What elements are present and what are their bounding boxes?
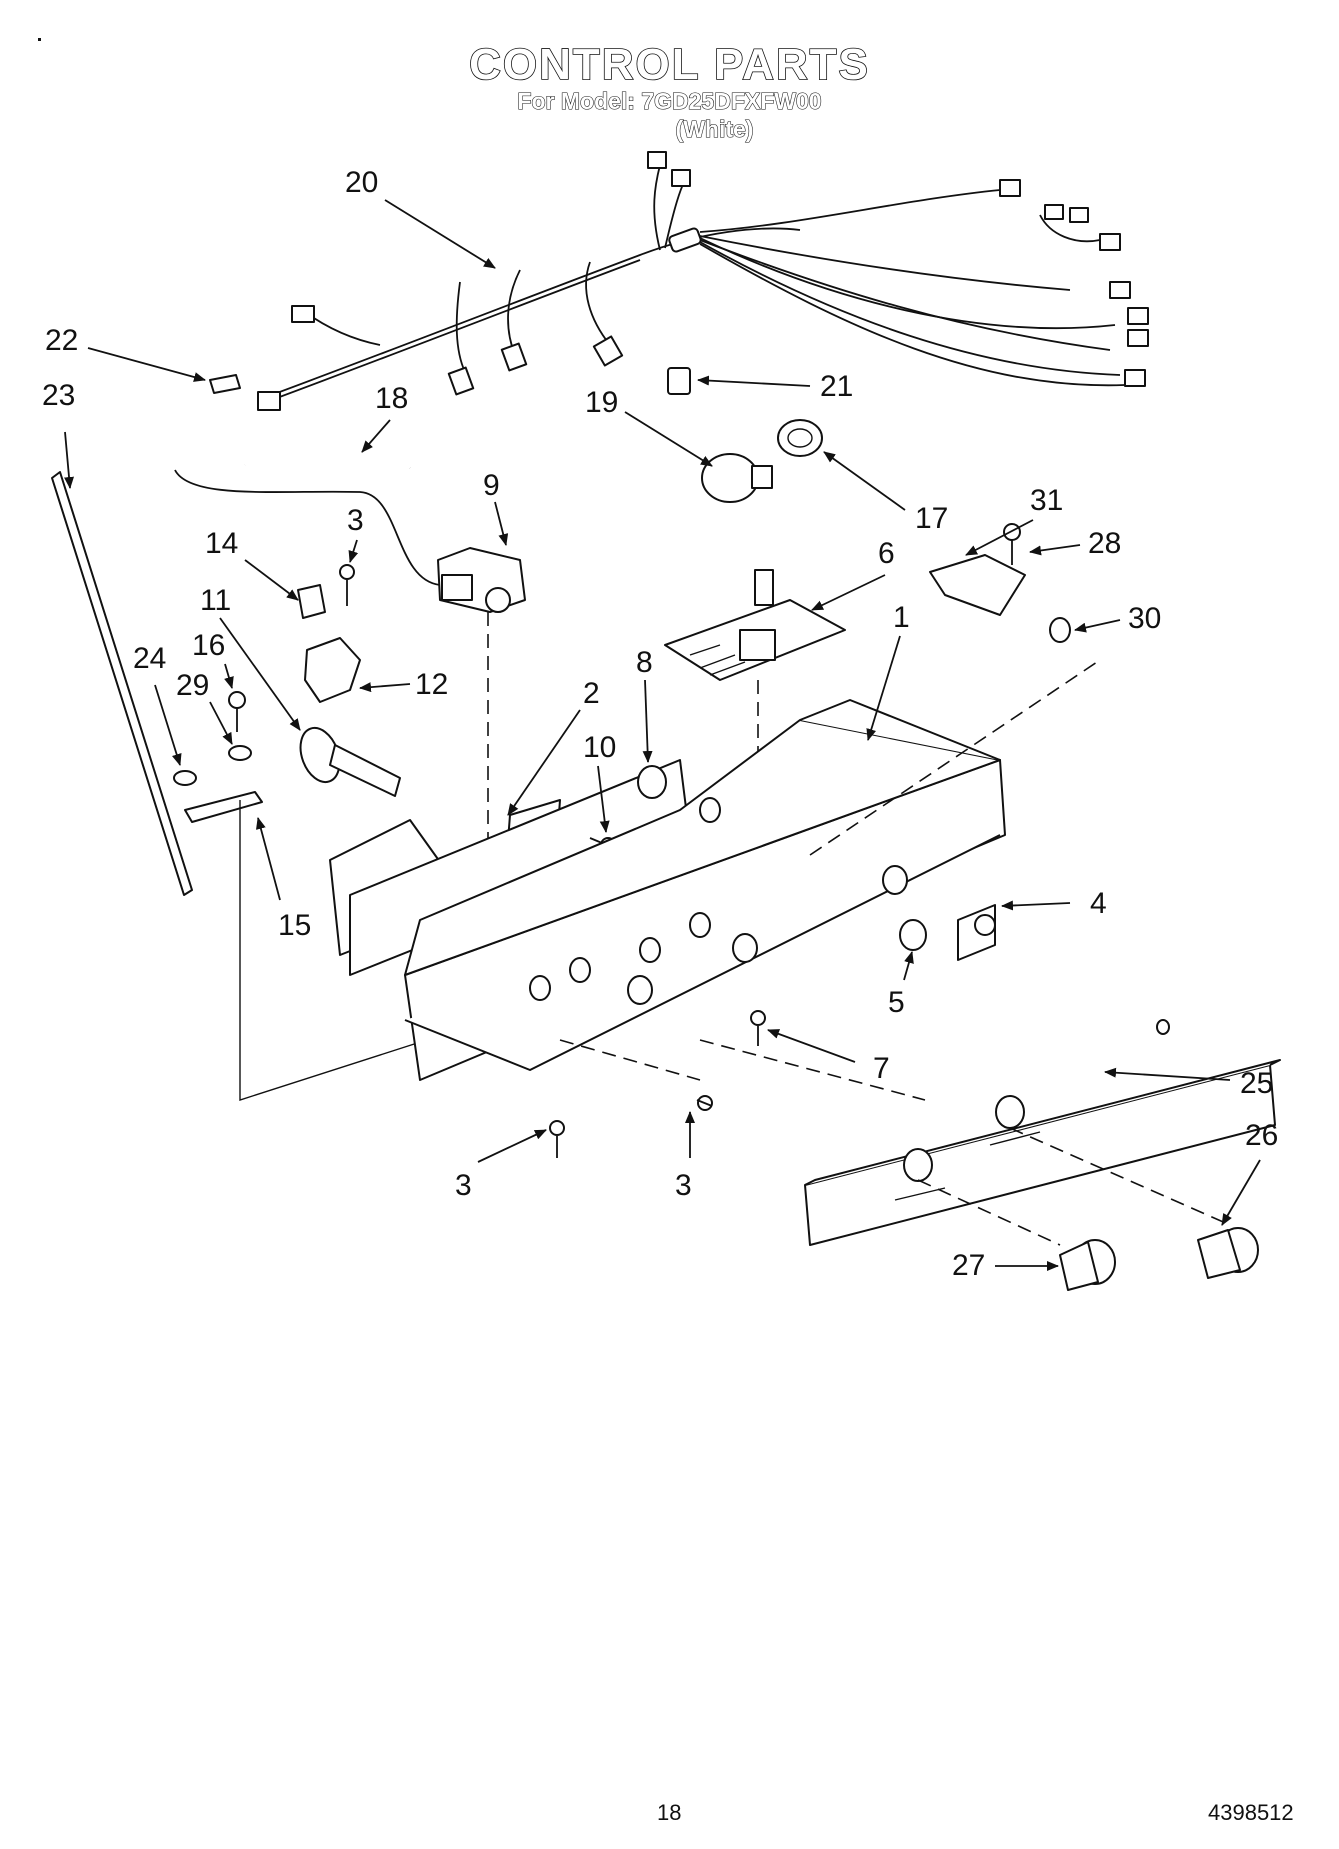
knob-5 [899, 919, 927, 951]
callout-17: 17 [915, 502, 948, 535]
callout-6: 6 [878, 537, 895, 570]
color-variant: (White) [675, 115, 754, 142]
screw-28 [1003, 523, 1021, 565]
callout-18: 18 [375, 382, 408, 415]
bracket [304, 637, 361, 703]
callout-31: 31 [1030, 484, 1063, 517]
callout-15: 15 [278, 909, 311, 942]
screw-3-left [549, 1120, 565, 1158]
callout-10: 10 [583, 731, 616, 764]
light-bulb [701, 453, 773, 503]
callout-19: 19 [585, 386, 618, 419]
callout-16: 16 [192, 629, 225, 662]
callout-14: 14 [205, 527, 238, 560]
callout-24: 24 [133, 642, 166, 675]
screw-7 [750, 1010, 766, 1046]
control-knob-shaft [299, 726, 401, 797]
callout-3-top: 3 [347, 504, 364, 537]
switch [957, 904, 996, 961]
callout-30: 30 [1128, 602, 1161, 635]
callout-2: 2 [583, 677, 600, 710]
thermostat [437, 547, 526, 613]
callout-23: 23 [42, 379, 75, 412]
page-title: CONTROL PARTS [468, 39, 870, 90]
callout-22: 22 [45, 324, 78, 357]
wire-clip [209, 374, 241, 394]
control-housing [404, 699, 1006, 1081]
knob-26 [1197, 1227, 1259, 1279]
model-line: For Model: 7GD25DFXFW00 [517, 87, 822, 114]
wire-harness [257, 151, 1149, 411]
sensor-board [929, 554, 1026, 616]
washer-24 [173, 770, 197, 786]
callout-9: 9 [483, 469, 500, 502]
leader-lines [64, 199, 1261, 1271]
callout-28: 28 [1088, 527, 1121, 560]
washer-29 [228, 745, 252, 761]
callout-3-right: 3 [675, 1169, 692, 1202]
document-number: 4398512 [1208, 1800, 1294, 1825]
lever [184, 791, 263, 823]
callout-27: 27 [952, 1249, 985, 1282]
callout-25: 25 [1240, 1067, 1273, 1100]
grommet [637, 765, 667, 799]
cover-clip [297, 584, 326, 619]
callout-26: 26 [1245, 1119, 1278, 1152]
lamp-socket [777, 419, 823, 457]
screw [339, 564, 355, 606]
screw-3-right [696, 1095, 713, 1111]
page-number: 18 [657, 1800, 682, 1825]
callout-1: 1 [893, 601, 910, 634]
callout-8: 8 [636, 646, 653, 679]
callout-5: 5 [888, 986, 905, 1019]
callout-7: 7 [873, 1052, 890, 1085]
callout-3-left: 3 [455, 1169, 472, 1202]
clip-30 [1049, 617, 1071, 643]
knob-27 [1059, 1239, 1116, 1291]
callout-12: 12 [415, 668, 448, 701]
control-rod [51, 471, 193, 896]
callout-labels: 20 22 23 21 18 19 17 9 3 14 31 28 6 30 1… [42, 166, 1278, 1282]
corner-mark [38, 38, 41, 41]
callout-11: 11 [200, 584, 231, 617]
screw-16 [228, 691, 246, 732]
front-panel [804, 1019, 1281, 1246]
callout-20: 20 [345, 166, 378, 199]
callout-29: 29 [176, 669, 209, 702]
harness-clip [667, 367, 691, 395]
callout-21: 21 [820, 370, 853, 403]
control-board [664, 569, 846, 681]
callout-4: 4 [1090, 887, 1107, 920]
